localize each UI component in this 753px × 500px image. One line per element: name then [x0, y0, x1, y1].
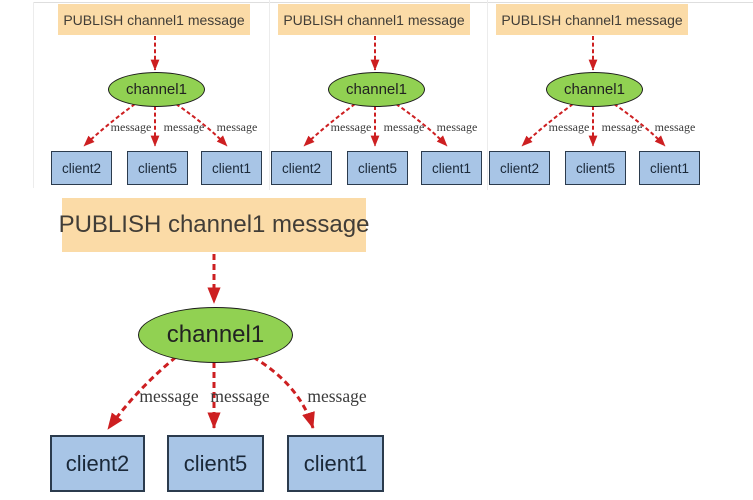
client2-box: client2: [489, 151, 550, 185]
message-edge-label: message: [548, 120, 590, 134]
message-edge-label: message: [110, 120, 152, 134]
client1-box: client1: [639, 151, 700, 185]
tile-separator-line: [487, 0, 488, 190]
client2-box: client2: [271, 151, 332, 185]
message-edge-label: message: [601, 120, 643, 134]
client5-box: client5: [167, 435, 264, 492]
message-edge-label: message: [210, 386, 270, 406]
pubsub-diagram-small-1: PUBLISH channel1 message channel1 messag…: [0, 0, 262, 192]
message-edge-label: message: [139, 386, 199, 406]
message-edge-label: message: [216, 120, 258, 134]
client2-box: client2: [50, 435, 145, 492]
channel-ellipse: channel1: [108, 72, 205, 107]
pubsub-diagram-small-2: PUBLISH channel1 message channel1 messag…: [220, 0, 482, 192]
message-edge-label: message: [436, 120, 478, 134]
pubsub-diagram-small-3: PUBLISH channel1 message channel1 messag…: [438, 0, 700, 192]
client5-box: client5: [127, 151, 188, 185]
message-edge-label: message: [163, 120, 205, 134]
client2-box: client2: [51, 151, 112, 185]
client1-box: client1: [421, 151, 482, 185]
publish-command-box: PUBLISH channel1 message: [496, 4, 688, 35]
message-edge-label: message: [383, 120, 425, 134]
channel-ellipse: channel1: [138, 307, 293, 363]
message-edge-label: message: [654, 120, 696, 134]
client5-box: client5: [565, 151, 626, 185]
channel-ellipse: channel1: [546, 72, 643, 107]
channel-ellipse: channel1: [328, 72, 425, 107]
message-edge-label: message: [330, 120, 372, 134]
publish-command-box: PUBLISH channel1 message: [58, 4, 250, 35]
publish-command-box: PUBLISH channel1 message: [59, 198, 369, 252]
message-edge-label: message: [307, 386, 367, 406]
client1-box: client1: [287, 435, 384, 492]
client1-box: client1: [201, 151, 262, 185]
tile-top-border-line: [33, 2, 753, 3]
client5-box: client5: [347, 151, 408, 185]
tile-separator-line: [269, 0, 270, 190]
tile-left-border-line: [33, 2, 34, 188]
publish-command-box: PUBLISH channel1 message: [278, 4, 470, 35]
pubsub-diagram-large: PUBLISH channel1 message channel1 messag…: [0, 198, 400, 500]
